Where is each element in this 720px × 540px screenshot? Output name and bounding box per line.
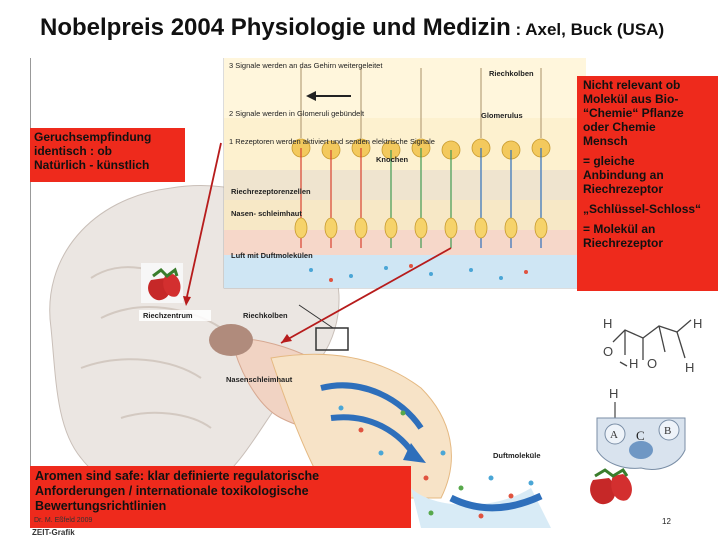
riechrezeptorzellen-label: Riechrezeptorenzellen — [231, 187, 311, 196]
note-right-3: „Schlüssel-Schloss“ — [583, 202, 702, 216]
title-main: Nobelpreis 2004 Physiologie und Medizin — [40, 14, 511, 41]
olfaction-figure: 3 Signale werden an das Gehirn weitergel… — [30, 58, 586, 528]
page-number: 12 — [662, 517, 671, 526]
atom-h3: H — [693, 316, 702, 331]
note-box-right: Nicht relevant ob Molekül aus Bio- “Chem… — [577, 76, 718, 291]
author-credit: Dr. M. Eßfeld 2009 — [34, 517, 93, 524]
glomerulus-label: Glomerulus — [481, 111, 523, 120]
strawberries-image — [590, 467, 632, 505]
title-subtitle: : Axel, Buck (USA) — [510, 20, 665, 39]
riechzentrum-label: Riechzentrum — [143, 311, 193, 320]
receptor-a: A — [610, 429, 618, 441]
note-right-4: = Molekül an Riechrezeptor — [583, 222, 664, 250]
step1-label: 1 Rezeptoren werden aktiviert und senden… — [229, 137, 435, 146]
receptor-c: C — [636, 428, 645, 443]
riechkolben-brain-label: Riechkolben — [243, 311, 288, 320]
nasal-cavity — [270, 353, 551, 528]
knochen-label: Knochen — [376, 155, 409, 164]
atom-h5: H — [685, 360, 694, 375]
detail-marker — [315, 327, 349, 351]
atom-o1: O — [603, 344, 613, 359]
source-credit: ZEIT-Grafik — [32, 528, 75, 537]
scent-molecules — [338, 405, 534, 519]
olfaction-illustration: 3 Signale werden an das Gehirn weitergel… — [49, 58, 586, 528]
receptor-inset: 3 Signale werden an das Gehirn weitergel… — [223, 58, 586, 289]
step2-label: 2 Signale werden in Glomeruli gebündelt — [229, 109, 365, 118]
riechkolben-top-label: Riechkolben — [489, 69, 534, 78]
receptor-shape — [596, 417, 686, 470]
airflow-arrow — [320, 382, 424, 430]
atom-h2: H — [629, 356, 638, 371]
note-right-2: = gleiche Anbindung an Riechrezeptor — [583, 154, 664, 196]
key-lock-diagram: H O H H H O H A B C — [590, 316, 702, 505]
note-right-1: Nicht relevant ob Molekül aus Bio- “Chem… — [583, 78, 684, 148]
atom-h4: H — [609, 386, 618, 401]
nasenschleimhaut-brain-label: Nasenschleimhaut — [226, 375, 293, 384]
atom-h1: H — [603, 316, 612, 331]
duftmolekuele-label: Duftmoleküle — [493, 451, 541, 460]
atom-o2: O — [647, 356, 657, 371]
connector-arrow-right — [280, 247, 452, 344]
receptor-b: B — [664, 425, 671, 437]
note-box-bottom: Aromen sind safe: klar definierte regula… — [30, 466, 411, 528]
molecule-structure — [612, 319, 692, 367]
note-box-left: Geruchsempfindung identisch : ob Natürli… — [30, 128, 185, 182]
page-title: Nobelpreis 2004 Physiologie und Medizin … — [40, 14, 664, 42]
riechzentrum-node — [209, 324, 253, 356]
luft-label: Luft mit Duftmolekülen — [231, 251, 313, 260]
connector-arrow-left — [185, 142, 222, 302]
strawberry-image — [141, 263, 183, 303]
step3-label: 3 Signale werden an das Gehirn weitergel… — [229, 61, 383, 70]
nasenschleimhaut-top-label: Nasen- schleimhaut — [231, 209, 302, 218]
